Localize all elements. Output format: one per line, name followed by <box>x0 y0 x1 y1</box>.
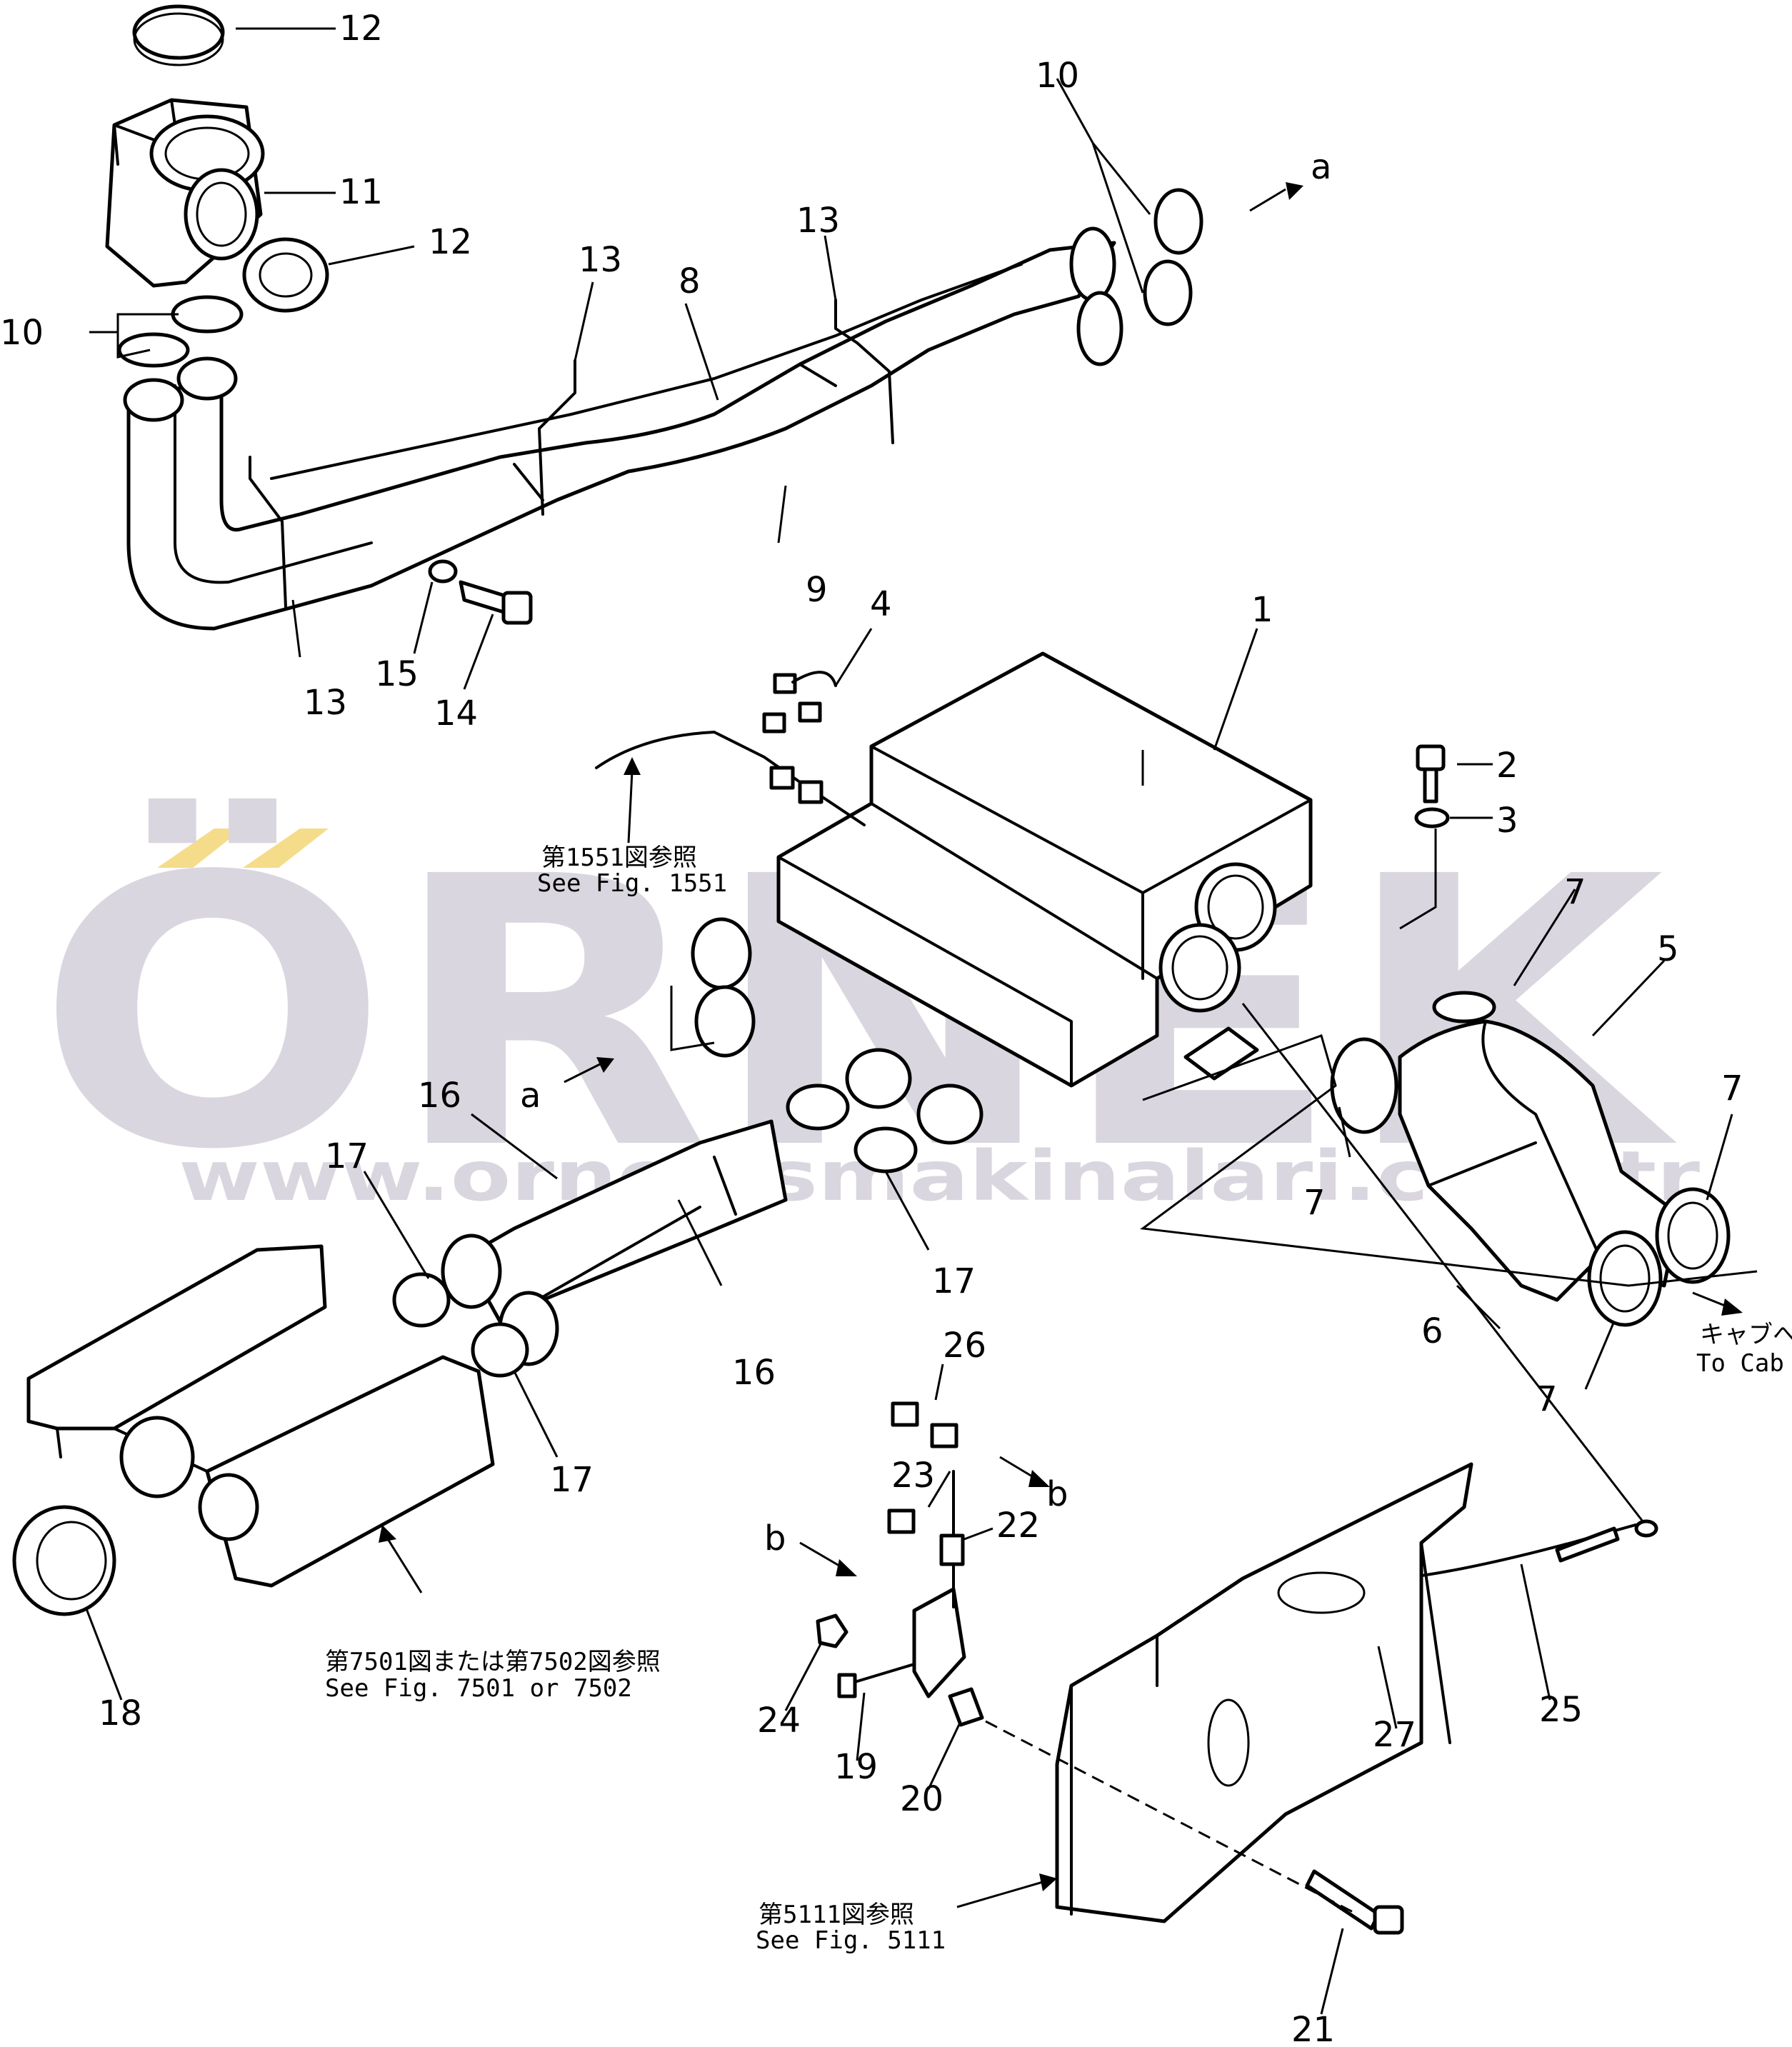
callout-numbers: 12 11 12 10 13 8 13 10 9 13 15 14 4 1 2 … <box>0 9 1743 2047</box>
callout-2: 2 <box>1496 746 1518 786</box>
bolt-23 <box>887 1508 916 1534</box>
callout-14: 14 <box>434 694 478 734</box>
callout-26: 26 <box>943 1326 986 1366</box>
callout-17a: 17 <box>325 1136 369 1176</box>
frame-bracket <box>26 1244 495 1588</box>
reference-notes: 第1551図参照 See Fig. 1551 第7501図または第7502図参照… <box>325 844 1792 1955</box>
heater-outlet-box-11 <box>105 98 265 288</box>
callout-8: 8 <box>679 261 701 301</box>
connector-letters: a a b b <box>520 147 1331 1558</box>
callout-22: 22 <box>996 1506 1040 1546</box>
watermark-accent-left <box>157 829 243 868</box>
hoses-16 <box>392 1083 918 1378</box>
callout-17b: 17 <box>932 1261 976 1301</box>
callout-5: 5 <box>1657 929 1679 969</box>
callout-10b: 10 <box>1036 56 1079 96</box>
wiring-harness-4 <box>595 671 866 826</box>
callout-11: 11 <box>339 172 383 212</box>
bracket-13 <box>249 299 894 609</box>
callout-12b: 12 <box>429 222 472 262</box>
washer-15 <box>428 559 458 584</box>
arrows <box>379 182 1743 1908</box>
callout-25: 25 <box>1539 1690 1583 1730</box>
connector-b-right: b <box>1046 1474 1068 1514</box>
ref-cab-en: To Cab <box>1696 1349 1784 1378</box>
leader-lines <box>84 27 1758 2015</box>
nut-24 <box>816 1613 849 1648</box>
callout-17c: 17 <box>550 1460 594 1500</box>
callout-23: 23 <box>891 1456 935 1496</box>
mounting-frame <box>1055 1462 1473 1923</box>
rod-22 <box>939 1470 965 1608</box>
callout-4: 4 <box>870 584 892 624</box>
ref-fig5111-jp: 第5111図参照 <box>759 1901 914 1929</box>
bolt-21 <box>1305 1869 1404 1935</box>
clamp-10-upper-left <box>117 295 244 368</box>
ref-fig1551-jp: 第1551図参照 <box>541 844 697 872</box>
pin-20 <box>948 1687 984 1727</box>
callout-13b: 13 <box>796 201 840 241</box>
callout-18: 18 <box>99 1693 142 1733</box>
duct-8-9 <box>123 226 1123 631</box>
callout-7d: 7 <box>1536 1379 1558 1419</box>
ref-fig7501-en: See Fig. 7501 or 7502 <box>325 1674 632 1703</box>
callout-15: 15 <box>375 654 419 694</box>
callout-12a: 12 <box>339 9 383 49</box>
grommet-18 <box>12 1505 116 1616</box>
connector-a-mid: a <box>520 1076 541 1116</box>
cap-12 <box>132 4 225 66</box>
clamp-10-upper-right <box>1143 188 1203 326</box>
callout-24: 24 <box>757 1701 801 1741</box>
bolt-2 <box>1416 744 1446 804</box>
callout-9: 9 <box>806 570 828 610</box>
control-bracket-19 <box>837 1587 966 1698</box>
duct-5-6 <box>1330 991 1731 1327</box>
callout-7b: 7 <box>1721 1068 1743 1108</box>
callout-1: 1 <box>1251 590 1273 630</box>
washer-3 <box>1414 807 1450 829</box>
callout-27: 27 <box>1373 1715 1416 1755</box>
callout-10a: 10 <box>0 313 44 353</box>
callout-13a: 13 <box>579 240 622 280</box>
callout-7c: 7 <box>1303 1183 1326 1223</box>
callout-19: 19 <box>834 1747 878 1787</box>
callout-6: 6 <box>1421 1311 1443 1351</box>
bolt-14 <box>459 580 533 625</box>
ref-fig7501-jp: 第7501図または第7502図参照 <box>325 1648 661 1676</box>
ref-fig1551-en: See Fig. 1551 <box>537 869 727 898</box>
callout-21: 21 <box>1291 2010 1335 2047</box>
callout-20: 20 <box>900 1779 943 1819</box>
callout-13c: 13 <box>304 683 347 723</box>
callout-16b: 16 <box>732 1353 776 1393</box>
ref-fig5111-en: See Fig. 5111 <box>756 1926 946 1955</box>
watermark-accent-right <box>243 829 329 868</box>
bolts-26 <box>891 1401 958 1448</box>
ref-cab-jp: キャブへ <box>1700 1321 1792 1349</box>
callout-3: 3 <box>1496 801 1518 841</box>
grommet-12 <box>242 237 329 313</box>
callout-16a: 16 <box>418 1076 461 1116</box>
callout-7a: 7 <box>1564 872 1586 912</box>
connector-a-top: a <box>1311 147 1331 187</box>
connector-b-left: b <box>764 1518 786 1558</box>
heater-unit-1 <box>691 651 1313 1145</box>
